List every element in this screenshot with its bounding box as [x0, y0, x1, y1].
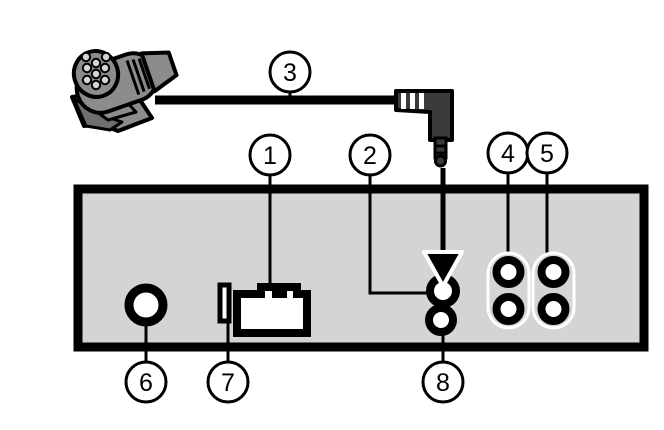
callout-1-label: 1: [263, 142, 277, 170]
callout-6: 6: [124, 360, 168, 404]
callout-2-label: 2: [363, 142, 377, 170]
aux-jack[interactable]: [425, 304, 457, 336]
connector-block[interactable]: [233, 283, 311, 337]
microphone-grille: [71, 49, 121, 99]
callout-3: 3: [268, 50, 312, 94]
leader-line-2: [368, 175, 443, 295]
insertion-arrow: [422, 168, 464, 288]
callout-4-label: 4: [501, 140, 515, 168]
plug-bands: [401, 93, 424, 109]
callout-2: 2: [348, 133, 392, 177]
microphone: [70, 49, 179, 133]
antenna-jack[interactable]: [124, 283, 168, 327]
rca-jack-pair-left[interactable]: [486, 251, 531, 330]
mini-plug-connector: [394, 89, 454, 168]
microphone-grip-ribs: [125, 57, 151, 96]
callout-3-label: 3: [283, 59, 297, 87]
callout-8: 8: [421, 360, 465, 404]
callout-8-label: 8: [436, 369, 450, 397]
callout-5: 5: [525, 131, 569, 175]
callout-5-label: 5: [540, 140, 554, 168]
callout-7: 7: [206, 360, 250, 404]
connector-tab[interactable]: [217, 282, 232, 324]
callout-6-label: 6: [139, 369, 153, 397]
plug-pin-rings: [435, 144, 446, 155]
callout-7-label: 7: [221, 369, 235, 397]
callout-4: 4: [486, 131, 530, 175]
callout-1: 1: [248, 133, 292, 177]
rca-jack-pair-right[interactable]: [531, 251, 576, 330]
